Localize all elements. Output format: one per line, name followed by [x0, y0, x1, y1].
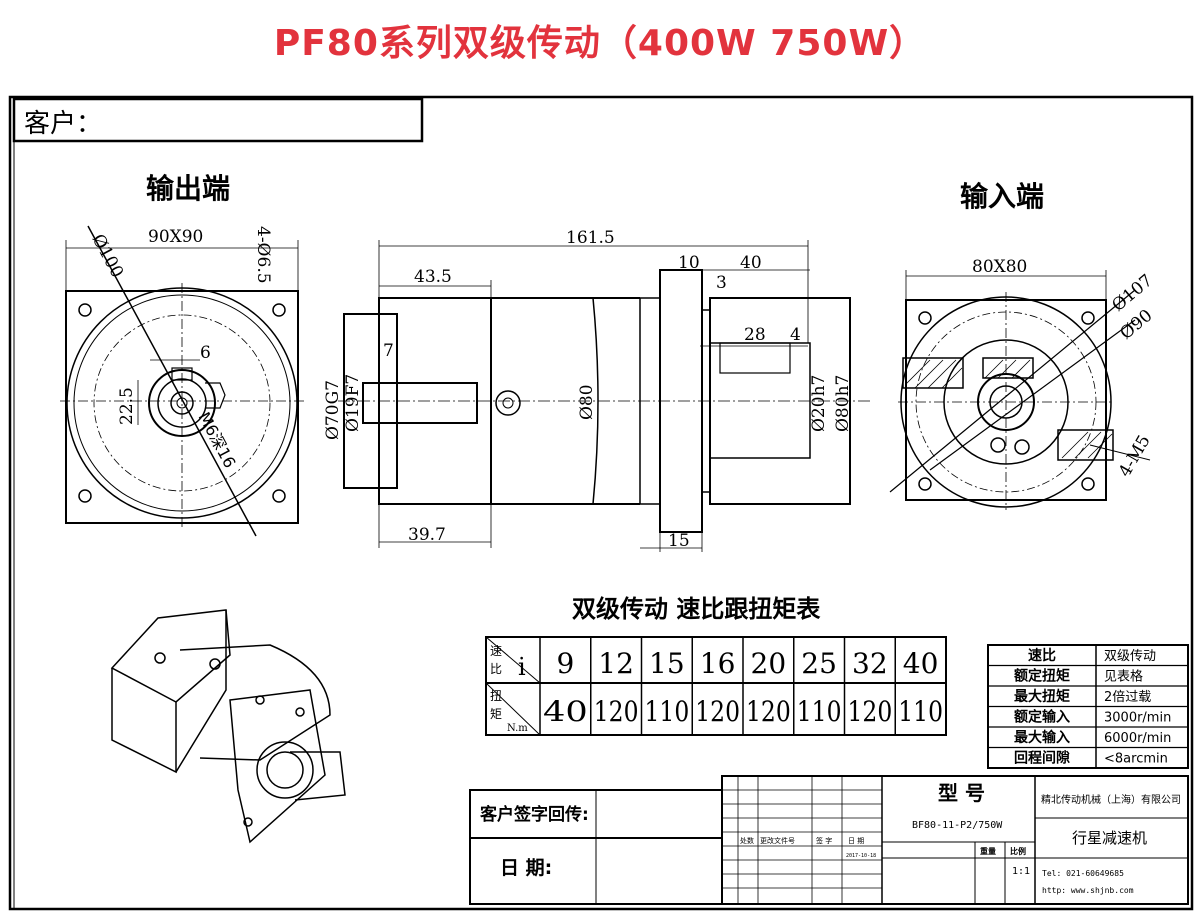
output-end-label: 输出端: [146, 172, 230, 205]
torque-value: 110: [797, 695, 842, 728]
ratio-row-label-c: i: [518, 653, 526, 681]
ratio-table-grid: [485, 636, 947, 736]
dim-output-22-5: 22.5: [117, 387, 137, 425]
input-hatch: [905, 359, 1113, 459]
product-name: 行星减速机: [1072, 829, 1147, 847]
ratio-row-label-a: 速: [490, 644, 502, 658]
ratio-value: 25: [801, 647, 837, 680]
spec-key: 最大输入: [1014, 729, 1070, 746]
spec-value: 双级传动: [1104, 649, 1156, 664]
ratio-value: 40: [903, 647, 939, 680]
dim-side-28: 28: [744, 325, 766, 345]
torque-value: 120: [848, 695, 893, 728]
dim-output-6: 6: [200, 343, 211, 363]
spec-key: 额定扭矩: [1014, 668, 1070, 685]
input-end-label: 输入端: [960, 180, 1044, 213]
web-text: http: www.shjnb.com: [1042, 886, 1134, 895]
ratio-table-title: 双级传动 速比跟扭矩表: [572, 595, 821, 623]
dim-output-4-holes: 4-Ø6.5: [253, 226, 273, 284]
weight-label: 重量: [980, 846, 996, 856]
spec-value: 见表格: [1104, 669, 1143, 685]
customer-label: 客户：: [24, 109, 102, 139]
dim-side-40: 40: [740, 253, 762, 273]
dim-side-161-5: 161.5: [566, 228, 615, 248]
dim-side-d80h7: Ø80h7: [833, 375, 853, 432]
torque-value: 40: [543, 695, 588, 728]
input-end-view: [889, 270, 1151, 510]
dim-input-4m5: 4-M5: [1115, 432, 1155, 481]
drawing-frame: [8, 95, 1194, 911]
torque-value: 110: [898, 695, 943, 728]
dim-output-m6: M6深16: [194, 409, 239, 471]
spec-key: 最大扭矩: [1014, 688, 1070, 705]
dim-side-43-5: 43.5: [414, 267, 452, 287]
spec-key: 额定输入: [1014, 709, 1070, 726]
ratio-row-label-b: 比: [490, 662, 502, 676]
customer-box: [12, 97, 424, 143]
ratio-value: 16: [700, 647, 736, 680]
date-label: 日 期:: [500, 857, 552, 879]
rev-date-small: 2017-10-18: [846, 853, 876, 859]
scale-label: 比例: [1010, 846, 1026, 856]
torque-row-label-c: N.m: [507, 723, 528, 734]
gearbox-isometric: [110, 609, 346, 844]
dim-side-d80: Ø80: [577, 384, 597, 420]
spec-value: 6000r/min: [1104, 731, 1171, 746]
dim-side-39-7: 39.7: [408, 525, 446, 545]
dim-side-d19f7: Ø19F7: [343, 374, 363, 432]
ratio-value: 20: [751, 647, 787, 680]
torque-value: 120: [594, 695, 639, 728]
torque-row-label-a: 扭: [490, 689, 502, 703]
dim-output-90x90: 90X90: [148, 227, 203, 247]
rev-col-1: 处数: [740, 836, 754, 845]
dim-side-10: 10: [678, 253, 700, 273]
customer-sign-label: 客户签字回传:: [479, 804, 589, 825]
torque-row-label-b: 矩: [490, 707, 502, 721]
rev-col-3: 签 字: [816, 836, 832, 845]
dim-side-3: 3: [716, 273, 727, 293]
ratio-value: 9: [556, 647, 574, 680]
dim-output-d100: Ø100: [88, 231, 127, 281]
side-view: [338, 240, 870, 552]
ratio-value: 32: [852, 647, 888, 680]
spec-key: 速比: [1028, 647, 1056, 664]
dim-side-4: 4: [790, 325, 801, 345]
company-name: 精北传动机械（上海）有限公司: [1041, 793, 1181, 806]
torque-value: 120: [746, 695, 791, 728]
spec-value: 3000r/min: [1104, 711, 1171, 726]
ratio-value: 15: [649, 647, 685, 680]
dim-side-15: 15: [668, 531, 690, 551]
ratio-value: 12: [598, 647, 634, 680]
model-label: 型 号: [938, 781, 985, 805]
dim-input-80x80: 80X80: [972, 257, 1027, 277]
spec-key: 回程间隙: [1014, 750, 1070, 767]
page-title: PF80系列双级传动（400W 750W）: [273, 23, 927, 64]
dim-side-7: 7: [383, 341, 394, 361]
dim-input-d107: Ø107: [1108, 271, 1156, 316]
scale-value: 1:1: [1012, 866, 1030, 877]
title-block: [469, 775, 1189, 905]
spec-value: 2倍过载: [1104, 690, 1151, 705]
dim-side-d70g7: Ø70G7: [323, 380, 343, 440]
output-end-view: [60, 225, 305, 537]
model-value: BF80-11-P2/750W: [912, 820, 1003, 831]
rev-col-2: 更改文件号: [760, 836, 795, 845]
dim-side-d20h7: Ø20h7: [809, 375, 829, 432]
torque-value: 110: [645, 695, 690, 728]
rev-col-4: 日 期: [848, 837, 864, 845]
spec-value: <8arcmin: [1104, 752, 1168, 767]
tel-text: Tel: 021-60649685: [1042, 869, 1124, 878]
torque-value: 120: [695, 695, 740, 728]
